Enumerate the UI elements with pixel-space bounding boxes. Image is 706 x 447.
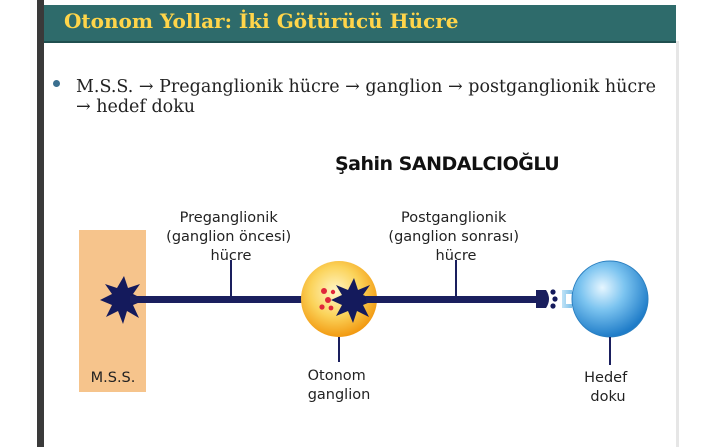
bullet-text: M.S.S. → Preganglionik hücre → ganglion … [76,77,656,117]
slide-title: Otonom Yollar: İki Götürücü Hücre [64,9,459,33]
terminal-vesicle [550,289,556,295]
preganglionic-label: Preganglionik (ganglion öncesi) hücre [166,210,296,264]
mss-label: M.S.S. [91,370,136,386]
preganglionic-axon [130,296,322,303]
preganglionic-label-line-2: (ganglion öncesi) [166,229,291,245]
axon-terminal [536,290,549,308]
neurotransmitter-vesicle [321,288,327,294]
target-label-line-1: Hedef [584,370,628,386]
postganglionic-label-line-3: hücre [436,248,477,264]
postganglionic-axon [366,296,540,303]
ganglion-label: Otonom ganglion [308,368,371,403]
ganglion-label-line-2: ganglion [308,387,371,403]
postganglionic-label-line-1: Postganglionik [401,210,507,226]
bullet-marker [53,80,60,87]
terminal-vesicle [552,296,558,302]
author-watermark: Şahin SANDALCIOĞLU [335,153,560,175]
neurotransmitter-vesicle [330,289,336,295]
terminal-vesicle [550,303,556,309]
neurotransmitter-vesicle [328,305,334,311]
postganglionic-soma [331,278,375,323]
ganglion-label-line-1: Otonom [308,368,366,384]
neurotransmitter-vesicle [319,304,325,310]
neurotransmitter-vesicle [325,297,331,303]
target-tissue [571,260,649,338]
slide-right-edge [676,41,679,447]
preganglionic-label-line-1: Preganglionik [180,210,279,226]
preganglionic-label-line-3: hücre [211,248,252,264]
slide-left-border [37,0,44,447]
preganglionic-soma [100,276,145,324]
target-label: Hedef doku [584,370,632,405]
title-bar: Otonom Yollar: İki Götürücü Hücre [44,5,676,43]
target-label-line-2: doku [590,389,625,405]
receptor [562,290,572,308]
postganglionic-label: Postganglionik (ganglion sonrası) hücre [388,210,523,264]
postganglionic-label-line-2: (ganglion sonrası) [388,229,519,245]
